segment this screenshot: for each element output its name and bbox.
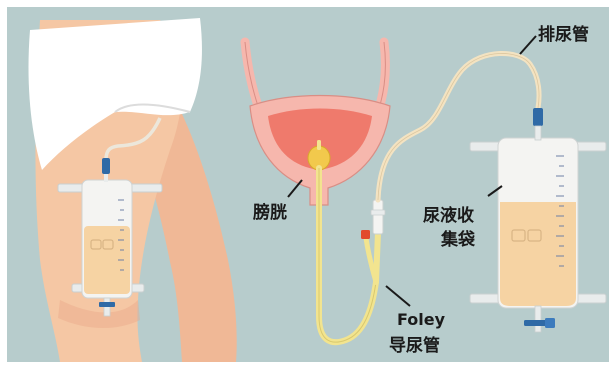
bag-outlet-stem xyxy=(535,306,541,332)
label-drain-tube: 排尿管 xyxy=(538,24,589,45)
label-bag-line1: 尿液收 xyxy=(423,205,474,226)
foley-side-port-valve xyxy=(361,230,370,239)
leg-bag-inlet-neck xyxy=(104,174,108,182)
catheter-tip xyxy=(317,140,321,150)
bag-outlet-valve-grip xyxy=(545,318,555,328)
bag-inlet-neck xyxy=(535,126,541,140)
foley-connector xyxy=(373,200,383,234)
label-foley-line1: Foley xyxy=(397,310,446,329)
foley-connector-ring xyxy=(371,210,385,215)
leg-bag-outlet-valve xyxy=(99,302,115,307)
label-foley-line2: 导尿管 xyxy=(389,335,440,356)
bag-inlet-connector xyxy=(533,108,543,126)
collection-bag-urine xyxy=(500,202,576,306)
foley-main-arm xyxy=(376,232,378,282)
leg-bag-inlet xyxy=(102,158,110,174)
label-bladder: 膀胱 xyxy=(253,202,287,223)
label-bag-line2: 集袋 xyxy=(440,229,476,250)
